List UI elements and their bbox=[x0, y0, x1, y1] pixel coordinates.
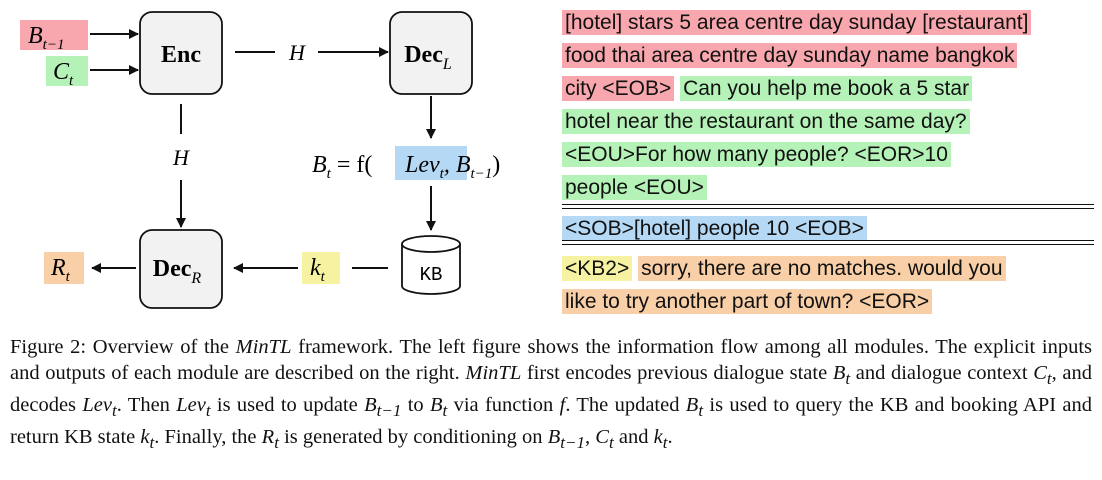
context-text-4: people <EOU> bbox=[562, 175, 707, 200]
response-text-1: sorry, there are no matches. would you bbox=[638, 256, 1006, 281]
input-c-highlight bbox=[46, 56, 88, 86]
context-text-3: <EOU>For how many people? <EOR>10 bbox=[562, 142, 951, 167]
dec-l-box bbox=[389, 11, 473, 95]
example-line-2: food thai area centre day sunday name ba… bbox=[562, 39, 1092, 72]
example-line-7: <SOB>[hotel] people 10 <EOB> bbox=[562, 212, 1092, 245]
input-c-label: Ct bbox=[53, 59, 74, 89]
example-line-3: city <EOB> Can you help me book a 5 star bbox=[562, 72, 1092, 105]
belief-state-text-2: food thai area centre day sunday name ba… bbox=[562, 43, 1018, 68]
framework-diagram: Bt−1 Ct Enc H DecL H Bt = f(Levt, Bt−1) … bbox=[20, 11, 500, 309]
response-text-2: like to try another part of town? <EOR> bbox=[562, 289, 933, 314]
kb-database: KB bbox=[401, 235, 461, 295]
svg-text:KB: KB bbox=[420, 264, 443, 286]
enc-box bbox=[139, 11, 223, 95]
h-label-left: H bbox=[172, 145, 190, 170]
example-line-1: [hotel] stars 5 area centre day sunday [… bbox=[562, 6, 1092, 39]
kt-label: kt bbox=[310, 255, 326, 285]
context-text-2: hotel near the restaurant on the same da… bbox=[562, 109, 970, 134]
example-line-5: <EOU>For how many people? <EOR>10 bbox=[562, 138, 1092, 171]
rt-label: Rt bbox=[50, 255, 71, 285]
separator-rule-2 bbox=[562, 240, 1094, 245]
h-label-top: H bbox=[288, 40, 306, 65]
separator-rule-1 bbox=[562, 204, 1094, 209]
example-line-6: people <EOU> bbox=[562, 171, 1092, 204]
lev-highlight bbox=[395, 146, 467, 180]
example-line-8: <KB2> sorry, there are no matches. would… bbox=[562, 252, 1092, 285]
update-equation: Bt = f(Levt, Bt−1) bbox=[312, 152, 500, 182]
input-b-label: Bt−1 bbox=[28, 23, 64, 53]
input-b-highlight bbox=[20, 20, 88, 50]
kb-state-text: <KB2> bbox=[562, 256, 633, 281]
context-text-1: Can you help me book a 5 star bbox=[680, 76, 973, 101]
rt-highlight bbox=[44, 252, 84, 284]
dec-l-label: DecL bbox=[404, 42, 452, 73]
belief-state-text-3: city <EOB> bbox=[562, 76, 675, 101]
example-panel: [hotel] stars 5 area centre day sunday [… bbox=[562, 6, 1092, 318]
kt-highlight bbox=[302, 252, 340, 284]
belief-state-text-1: [hotel] stars 5 area centre day sunday [… bbox=[562, 10, 1032, 35]
dec-r-box bbox=[139, 229, 223, 309]
example-line-9: like to try another part of town? <EOR> bbox=[562, 285, 1092, 318]
enc-label: Enc bbox=[161, 42, 201, 68]
dec-r-label: DecR bbox=[153, 256, 202, 287]
example-line-4: hotel near the restaurant on the same da… bbox=[562, 105, 1092, 138]
figure-caption: Figure 2: Overview of the MinTL framewor… bbox=[10, 336, 1092, 453]
lev-text: <SOB>[hotel] people 10 <EOB> bbox=[562, 216, 867, 241]
